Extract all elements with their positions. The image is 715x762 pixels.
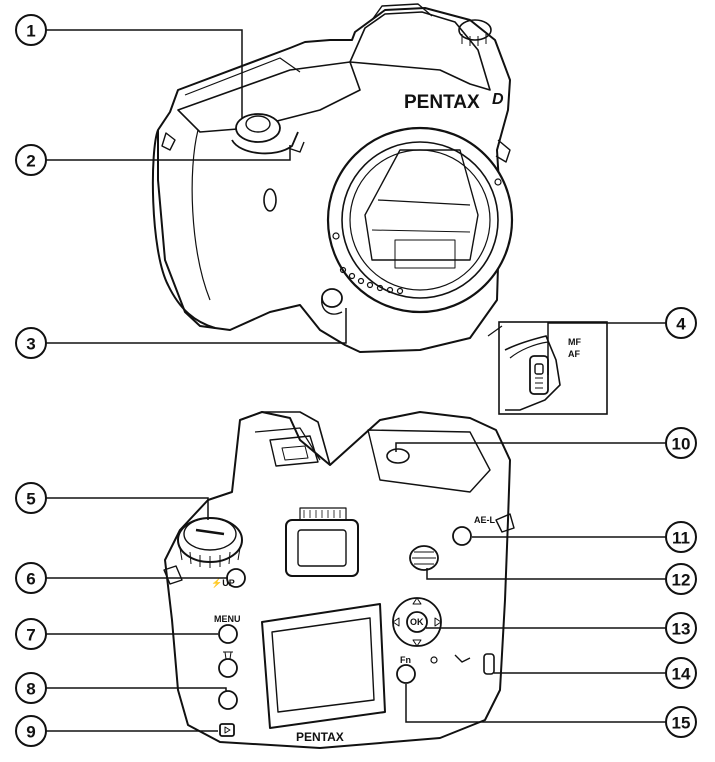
power-switch[interactable] — [231, 131, 299, 155]
lens-mount — [326, 126, 514, 314]
callout-3: 3 — [15, 327, 47, 359]
svg-text:1: 1 — [26, 22, 35, 41]
ok-button-label: OK — [410, 617, 424, 627]
svg-text:13: 13 — [672, 620, 691, 639]
svg-text:4: 4 — [676, 315, 686, 334]
fn-button[interactable] — [396, 664, 416, 684]
front-grip-inner — [191, 129, 211, 301]
front-top-plate — [177, 61, 361, 133]
electronic-dial[interactable] — [409, 545, 439, 571]
ok-button[interactable] — [406, 611, 428, 633]
arrow-left-icon — [392, 617, 400, 627]
arrow-down-icon — [412, 639, 422, 647]
lens-release-button[interactable] — [321, 288, 343, 308]
arrow-up-icon — [412, 597, 422, 605]
delete-button[interactable] — [218, 658, 238, 678]
svg-text:3: 3 — [26, 335, 35, 354]
callout-10: 10 — [665, 427, 697, 459]
callout-14: 14 — [665, 657, 697, 689]
lcd-monitor — [261, 603, 386, 729]
playback-button[interactable] — [219, 723, 235, 737]
svg-text:12: 12 — [672, 571, 691, 590]
info-button[interactable] — [218, 690, 238, 710]
arrow-right-icon — [434, 617, 442, 627]
callout-1: 1 — [15, 14, 47, 46]
callout-6: 6 — [15, 562, 47, 594]
callout-2: 2 — [15, 144, 47, 176]
svg-text:7: 7 — [26, 626, 35, 645]
trash-icon — [223, 651, 233, 660]
svg-text:6: 6 — [26, 570, 35, 589]
svg-text:2: 2 — [26, 152, 35, 171]
menu-button[interactable] — [218, 624, 238, 644]
callout-12: 12 — [665, 563, 697, 595]
leader-lines — [46, 29, 666, 732]
svg-text:15: 15 — [672, 714, 691, 733]
focus-switch-mf-label: MF — [568, 337, 581, 347]
front-grip — [151, 129, 216, 329]
svg-text:10: 10 — [672, 435, 691, 454]
callout-9: 9 — [15, 715, 47, 747]
playback-icon — [224, 726, 231, 734]
callout-markers: 1 2 3 4 5 6 7 8 — [15, 14, 697, 747]
callout-7: 7 — [15, 618, 47, 650]
svg-text:8: 8 — [26, 680, 35, 699]
camera-front-view: D PENTAX — [151, 3, 514, 353]
menu-button-label: MENU — [214, 614, 241, 624]
back-brand-logo: PENTAX — [296, 730, 344, 744]
callout-4: 4 — [665, 307, 697, 339]
back-shutter-release[interactable] — [386, 448, 410, 464]
front-model-mark: D — [492, 91, 504, 108]
callout-5: 5 — [15, 482, 47, 514]
ae-lock-button[interactable] — [452, 526, 472, 546]
mode-dial[interactable] — [177, 517, 243, 568]
callout-15: 15 — [665, 706, 697, 738]
camera-back-view: AE-L ⚡UP MENU PENTAX — [163, 411, 515, 749]
ae-lock-label: AE-L — [474, 515, 495, 525]
flash-button-label: ⚡UP — [211, 577, 235, 589]
hot-shoe — [269, 435, 319, 467]
callout-8: 8 — [15, 672, 47, 704]
svg-text:14: 14 — [672, 665, 691, 684]
focus-mode-inset: MF AF — [487, 321, 608, 415]
front-prism — [349, 11, 491, 91]
svg-text:9: 9 — [26, 723, 35, 742]
svg-text:11: 11 — [672, 529, 690, 548]
svg-text:5: 5 — [26, 490, 35, 509]
card-cover-lever[interactable] — [483, 653, 495, 675]
callout-13: 13 — [665, 612, 697, 644]
focus-switch-af-label: AF — [568, 349, 580, 359]
front-brand-logo: PENTAX — [404, 92, 480, 113]
viewfinder-eyepiece — [285, 507, 359, 577]
fn-button-label: Fn — [400, 655, 411, 665]
callout-11: 11 — [665, 521, 697, 553]
